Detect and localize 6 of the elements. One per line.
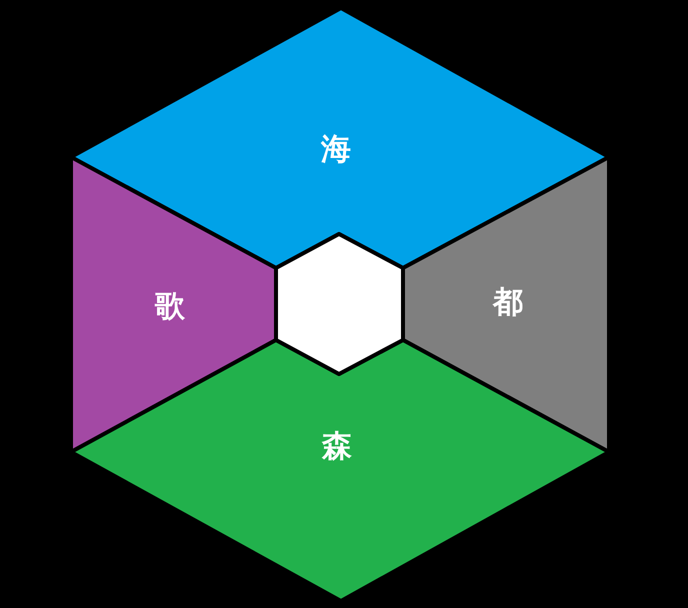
bottom-segment	[71, 340, 609, 601]
center-hexagon	[276, 234, 403, 374]
segment-label: 都	[493, 288, 523, 318]
segment-label: 歌	[155, 292, 185, 322]
segment-label: 海	[321, 135, 351, 165]
segment-label: 森	[322, 432, 352, 462]
